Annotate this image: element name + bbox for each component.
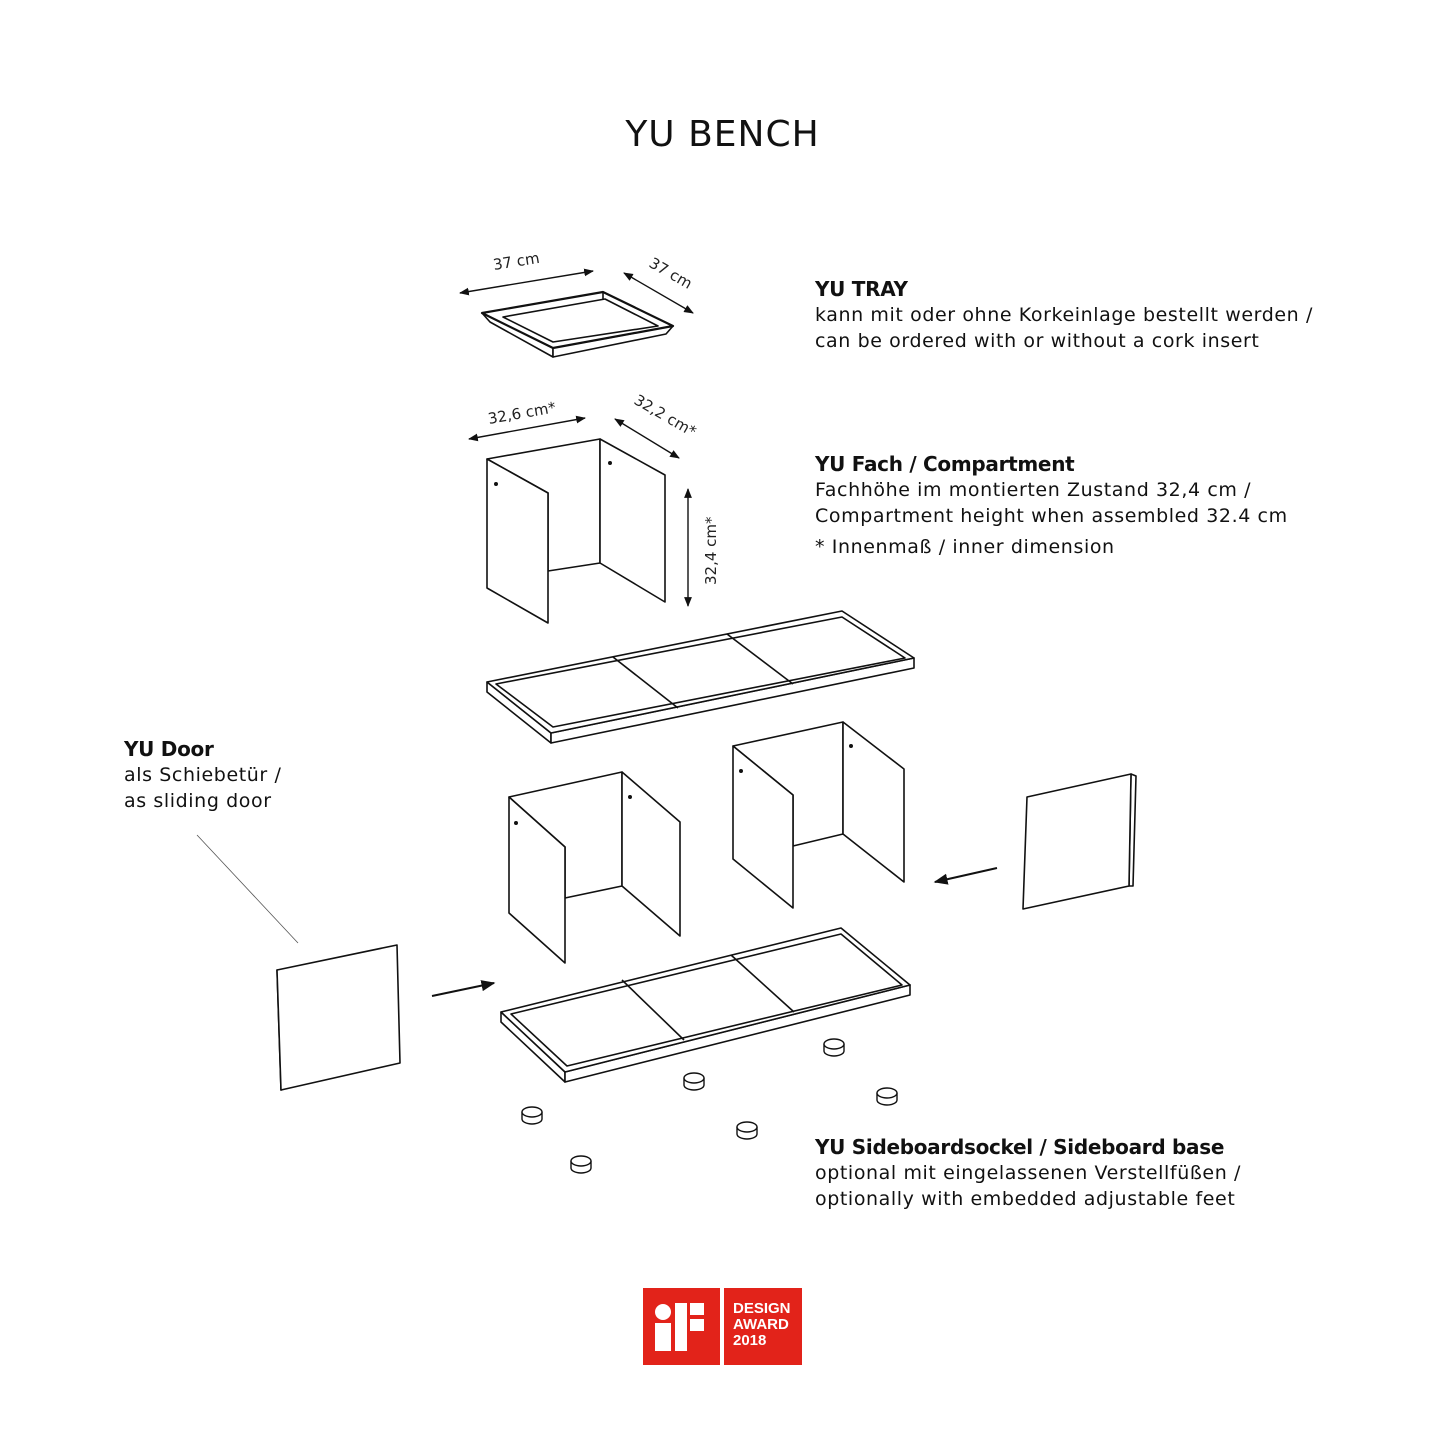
foot [876,1087,898,1106]
compartment-heading: YU Fach / Compartment [815,452,1075,476]
award-text: DESIGN AWARD 2018 [733,1301,791,1349]
award-line-design: DESIGN [733,1300,791,1317]
tray-width-label: 37 cm [492,249,541,274]
foot [521,1106,543,1125]
foot [823,1038,845,1057]
compartment-depth-label: 32,2 cm* [631,391,700,441]
tray-heading: YU TRAY [815,277,908,301]
compartment-description-de: Fachhöhe im montierten Zustand 32,4 cm / [815,479,1252,501]
door-arrows [431,867,998,997]
inner-dimension-note: * Innenmaß / inner dimension [815,536,1115,558]
foot [683,1072,705,1091]
foot [736,1121,758,1140]
award-line-year: 2018 [733,1332,767,1349]
door-callout-line [196,834,299,944]
door-description-de: als Schiebetür / [124,764,282,786]
door-heading: YU Door [124,737,214,761]
compartment-right [732,721,905,909]
tray-depth-label: 37 cm [646,254,695,293]
compartment-left [508,771,681,964]
compartment-top [486,438,666,624]
if-design-award-logo: DESIGN AWARD 2018 [643,1288,802,1365]
base-description-de: optional mit eingelassenen Verstellfüßen… [815,1162,1241,1184]
if-logo-block [643,1288,720,1365]
award-text-block [724,1288,802,1365]
compartment-height-label: 32,4 cm* [702,516,720,585]
compartment-dimension-arrows [468,415,692,607]
door-left [276,944,401,1091]
adjustable-feet [521,1038,898,1174]
foot [570,1155,592,1174]
base-heading: YU Sideboardsockel / Sideboard base [815,1135,1225,1159]
sideboard-base [500,927,911,1083]
tray-description-en: can be ordered with or without a cork in… [815,330,1260,352]
compartment-description-en: Compartment height when assembled 32.4 c… [815,505,1288,527]
compartment-width-label: 32,6 cm* [487,398,558,428]
page-title: YU BENCH [625,114,820,155]
middle-shelf [486,610,915,744]
door-description-en: as sliding door [124,790,272,812]
door-right [1022,773,1137,910]
tray-dimension-arrows [459,268,694,314]
tray-drawing [480,290,675,358]
award-line-award: AWARD [733,1316,789,1333]
if-logo-glyph [655,1303,704,1351]
base-description-en: optionally with embedded adjustable feet [815,1188,1236,1210]
tray-description-de: kann mit oder ohne Korkeinlage bestellt … [815,304,1313,326]
